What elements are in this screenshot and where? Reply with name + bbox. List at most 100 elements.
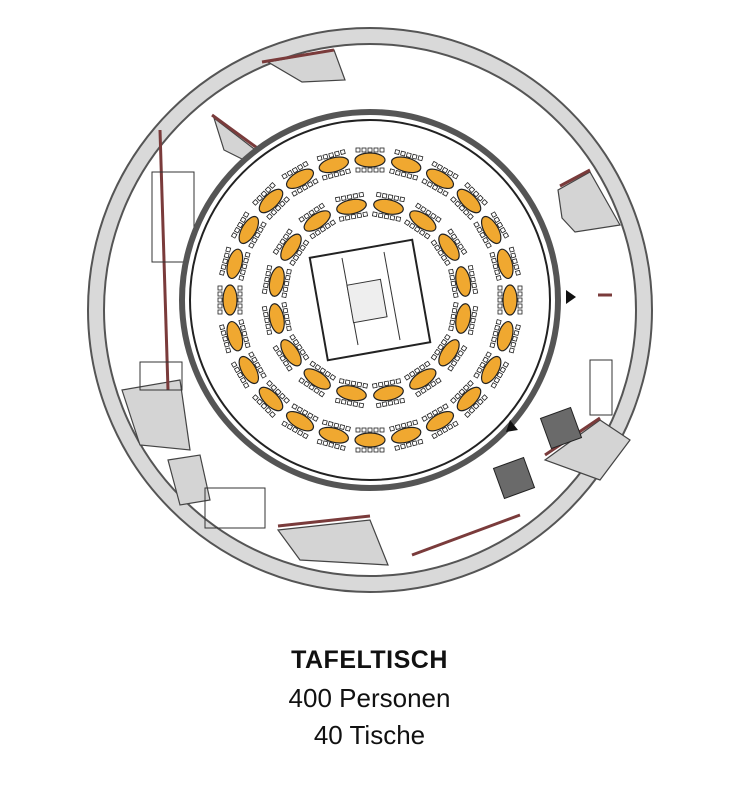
chair	[496, 371, 504, 379]
table-top	[409, 368, 437, 390]
chair	[312, 415, 319, 422]
chair	[282, 233, 290, 240]
chair	[233, 226, 241, 234]
chair	[225, 347, 232, 354]
chair	[298, 216, 305, 223]
table-top	[226, 320, 244, 352]
chair	[389, 379, 396, 386]
table-top	[373, 385, 404, 402]
chair	[237, 303, 243, 309]
chair	[299, 348, 306, 356]
chair	[314, 229, 322, 236]
chair	[441, 426, 449, 434]
accent-walls	[158, 48, 612, 557]
chair	[389, 425, 395, 432]
chair	[491, 257, 497, 264]
chair	[473, 221, 480, 228]
chair	[282, 286, 289, 293]
chair	[379, 167, 385, 173]
chair	[265, 323, 271, 330]
chair	[242, 211, 250, 218]
table-top	[390, 426, 422, 444]
chair	[395, 216, 402, 222]
chair	[367, 167, 373, 173]
chair	[460, 248, 468, 255]
chair	[334, 196, 341, 203]
chair	[491, 336, 497, 343]
chair	[450, 313, 457, 320]
chair	[237, 297, 243, 303]
chair	[248, 242, 255, 249]
table-top	[268, 266, 285, 297]
table-top	[354, 152, 386, 168]
chair	[464, 182, 471, 189]
chair	[339, 445, 346, 451]
chair	[327, 173, 334, 179]
chair	[472, 288, 479, 295]
chair	[446, 423, 454, 431]
chair	[316, 155, 323, 162]
chair	[481, 394, 488, 401]
chair	[264, 406, 272, 414]
chair	[448, 325, 454, 332]
chair	[373, 147, 379, 153]
chair	[458, 388, 466, 396]
chair	[395, 378, 402, 384]
chair	[322, 440, 329, 447]
chair	[286, 228, 293, 235]
chair	[476, 194, 484, 202]
chair	[420, 206, 427, 213]
dining-table	[230, 351, 267, 389]
chair	[462, 208, 470, 216]
table-top	[438, 339, 460, 367]
chair	[345, 425, 351, 432]
dining-table	[430, 228, 468, 267]
chair	[358, 191, 365, 198]
table-top	[303, 210, 331, 232]
chair	[302, 432, 309, 440]
chair	[440, 254, 448, 262]
dining-table	[497, 284, 523, 316]
chair	[282, 360, 290, 367]
chair	[299, 244, 306, 252]
chair	[355, 147, 361, 153]
chair	[444, 333, 451, 341]
chair	[306, 412, 314, 419]
chair	[451, 286, 458, 293]
table-top	[258, 386, 284, 412]
chair	[436, 406, 444, 413]
chair	[319, 225, 327, 233]
table-top	[238, 355, 260, 385]
chair	[362, 382, 369, 389]
table-top	[336, 385, 367, 402]
chair	[453, 355, 461, 362]
chair	[393, 399, 400, 405]
chair	[313, 387, 320, 394]
chair	[278, 392, 286, 400]
chair	[490, 382, 498, 389]
chair	[494, 324, 501, 331]
perimeter-rooms	[121, 49, 631, 566]
chair	[517, 285, 523, 291]
chair	[508, 246, 515, 253]
chair	[473, 372, 480, 379]
chair	[426, 412, 434, 419]
chair	[318, 390, 325, 398]
chair	[291, 403, 298, 410]
dining-table	[316, 419, 351, 451]
chair	[431, 160, 438, 168]
chair	[302, 239, 310, 247]
chair	[510, 252, 517, 259]
chair	[471, 311, 478, 318]
chair	[517, 297, 523, 303]
chair	[381, 192, 388, 199]
chair	[400, 171, 407, 178]
chair	[340, 399, 347, 405]
chair	[223, 252, 230, 259]
chair	[469, 270, 475, 277]
chair	[450, 196, 457, 203]
chair	[243, 336, 249, 343]
chair	[471, 282, 477, 289]
chair	[296, 163, 304, 171]
chair	[485, 351, 492, 358]
